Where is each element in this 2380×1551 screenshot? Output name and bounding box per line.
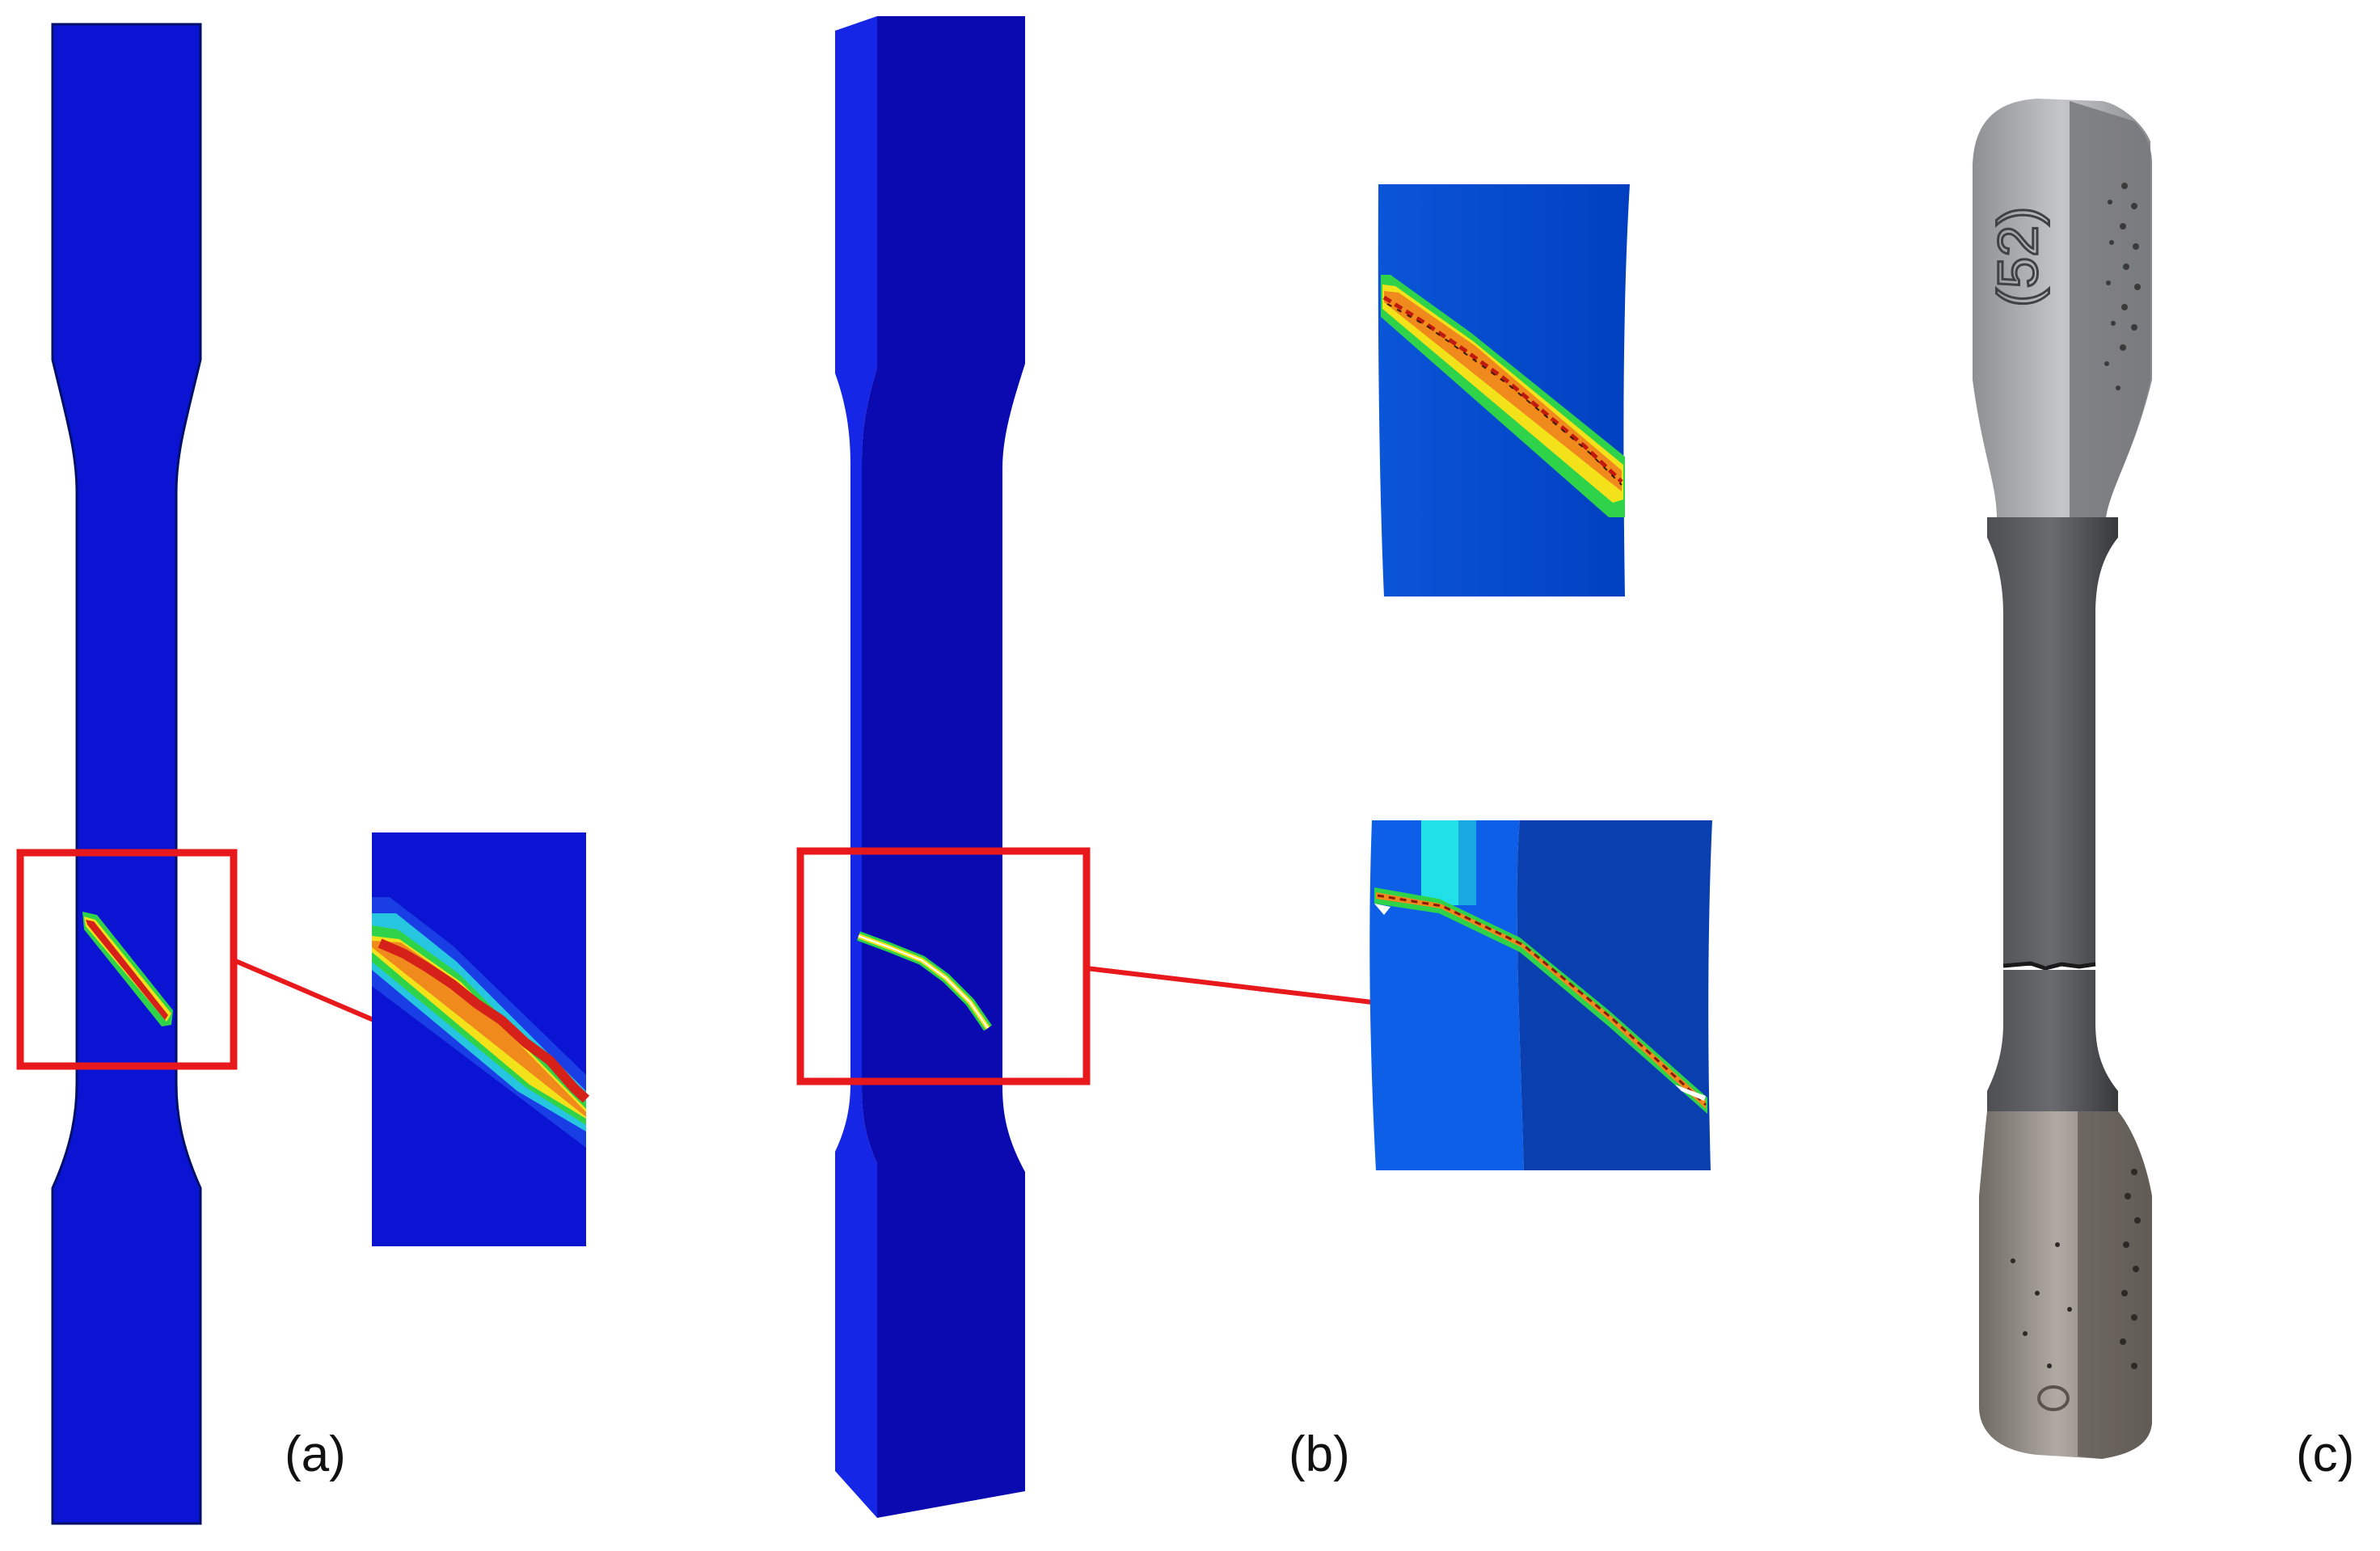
specimen-id-text: (52) bbox=[1986, 207, 2049, 307]
panel-c: (52) (c) bbox=[1973, 99, 2354, 1482]
fracture-band-b bbox=[856, 931, 992, 1031]
panel-b: (b) bbox=[796, 16, 1712, 1518]
panel-label-b: (b) bbox=[1289, 1427, 1350, 1482]
grip-perforations-bottom bbox=[2011, 1169, 2141, 1369]
specimen-gauge-upper bbox=[1987, 517, 2118, 966]
highlight-box-a bbox=[16, 849, 238, 1070]
panel-label-a: (a) bbox=[285, 1427, 346, 1482]
connector-line-a bbox=[232, 958, 375, 1022]
panel-label-c: (c) bbox=[2296, 1427, 2354, 1482]
zoom-inset-a bbox=[372, 832, 590, 1246]
grip-bottom-mark bbox=[2037, 1385, 2070, 1411]
fracture-band-a bbox=[82, 912, 173, 1026]
specimen-id-engraving: (52) bbox=[1985, 205, 2051, 308]
specimen-grip-top-side bbox=[2070, 101, 2152, 517]
zoom-inset-b-top bbox=[1378, 184, 1630, 596]
specimen-gauge-lower bbox=[1987, 970, 2118, 1111]
fe-specimen-2d bbox=[51, 23, 202, 1525]
panel-a: (a) bbox=[16, 23, 590, 1525]
fe-specimen-3d-side bbox=[862, 16, 1025, 1518]
specimen-grip-bottom-side bbox=[2078, 1111, 2152, 1459]
zoom-inset-b-bottom bbox=[1369, 820, 1712, 1170]
fe-specimen-3d-front bbox=[835, 16, 877, 1518]
fracture-crack bbox=[2002, 961, 2096, 971]
grip-perforations-top bbox=[2104, 183, 2141, 390]
highlight-box-b bbox=[796, 847, 1091, 1085]
connector-line-b bbox=[1086, 966, 1373, 1005]
